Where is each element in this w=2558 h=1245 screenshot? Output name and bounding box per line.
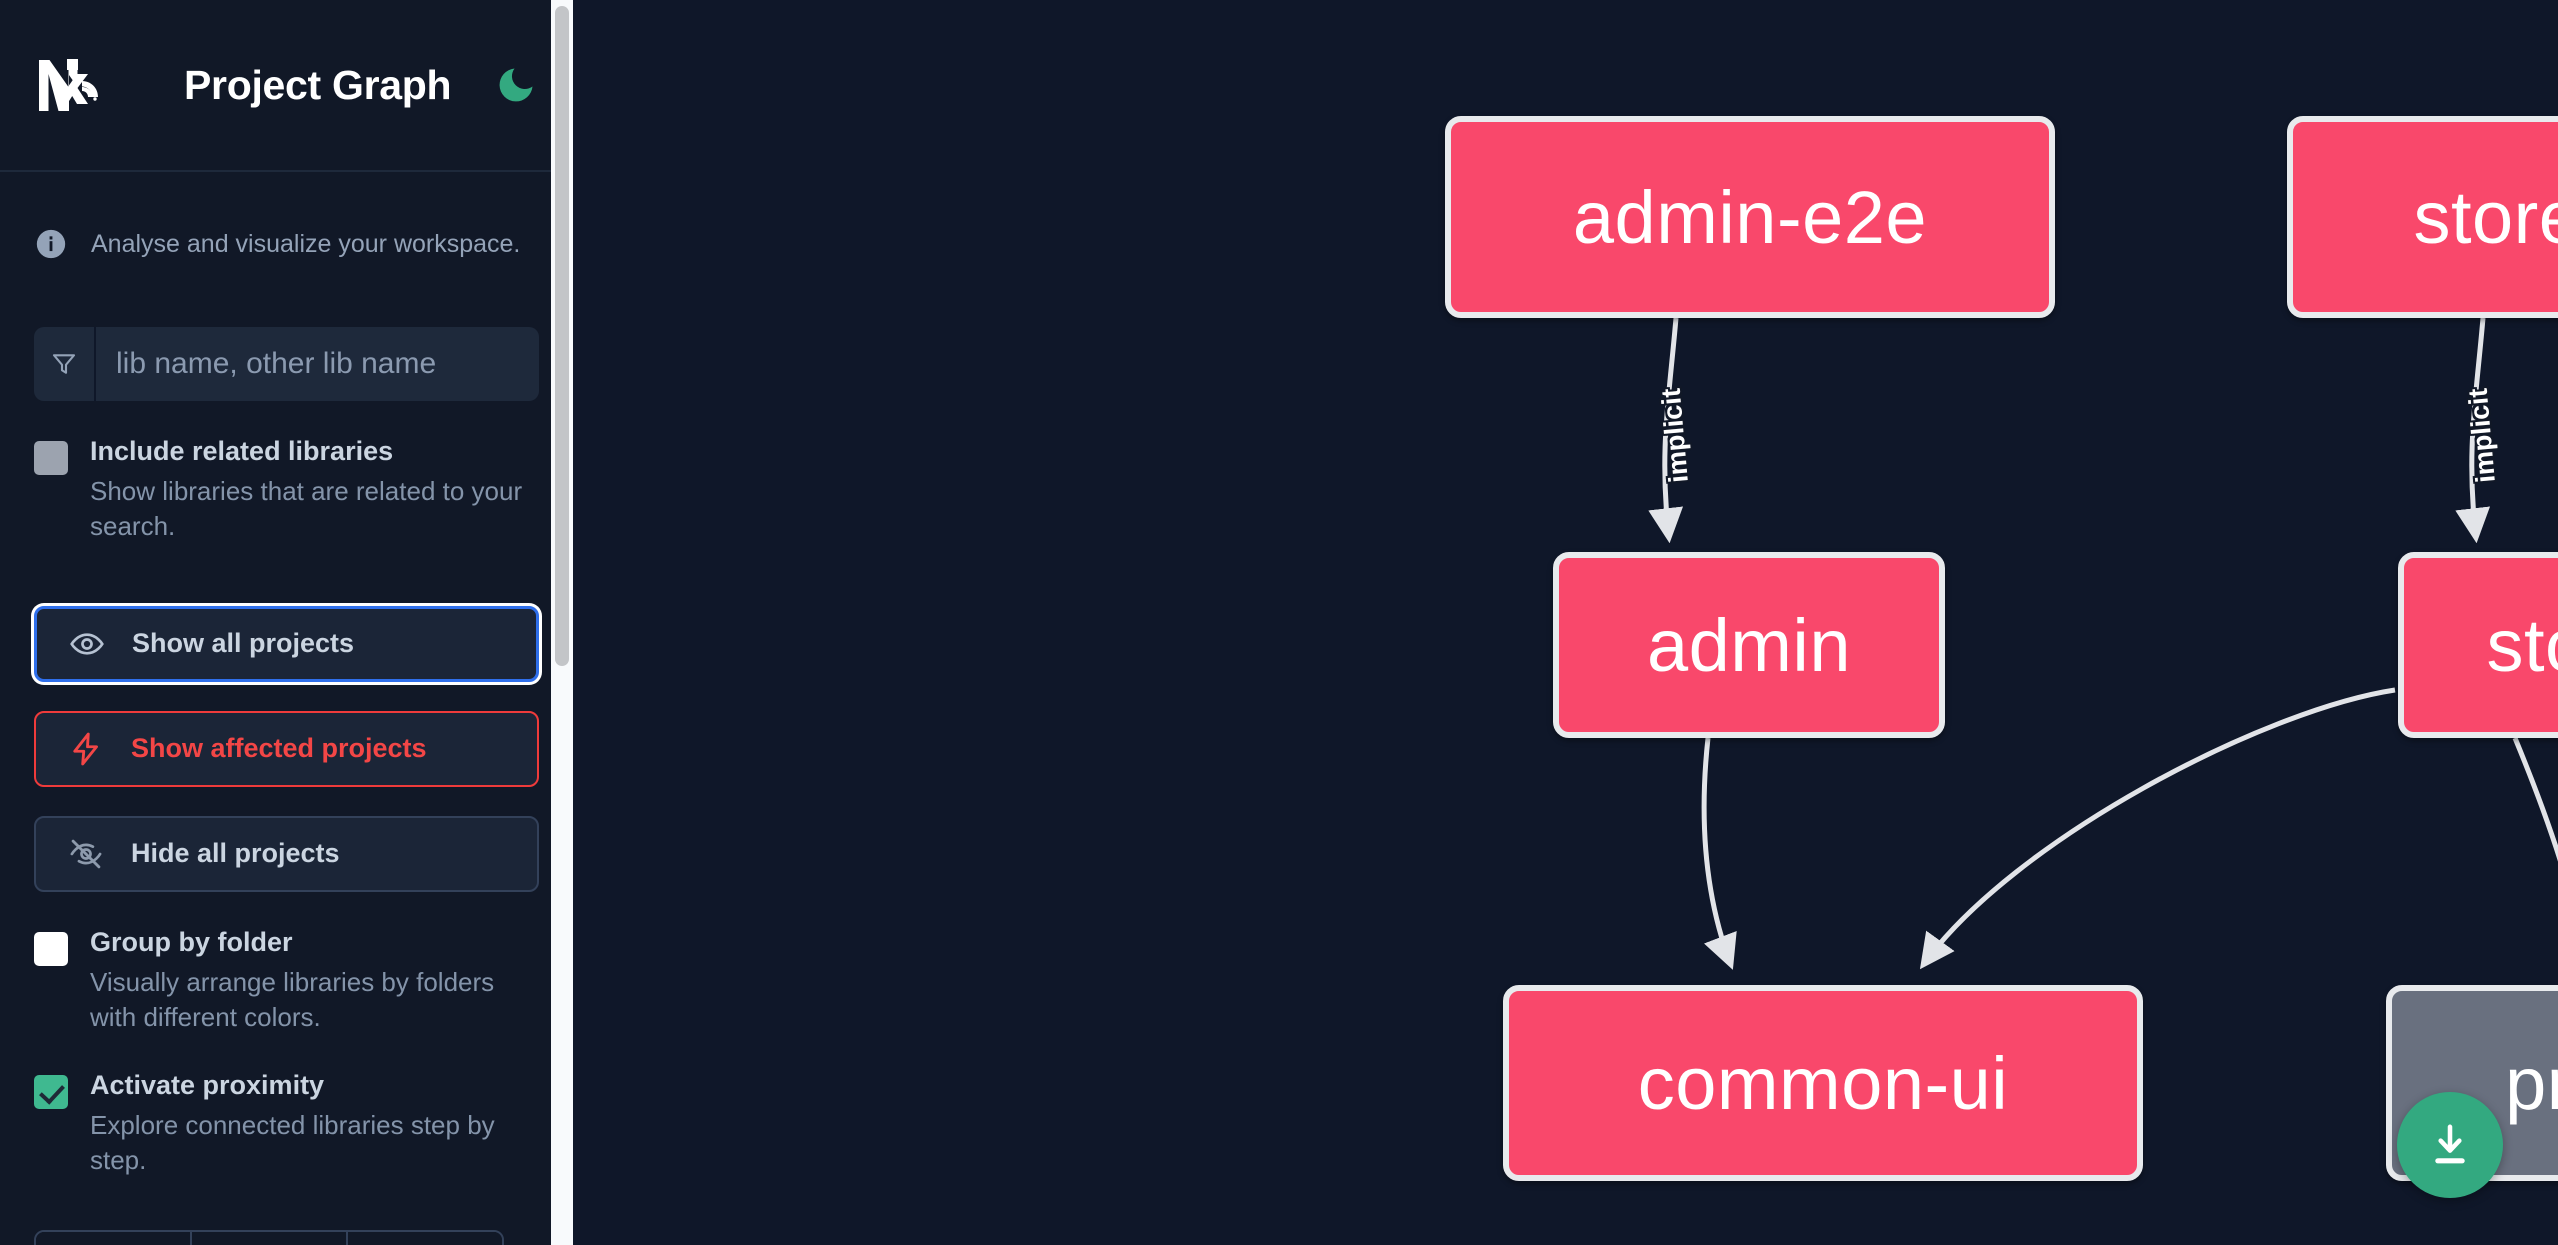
- group-by-folder-checkbox[interactable]: [34, 931, 68, 966]
- sidebar: Project Graph Analyse and visualize your…: [0, 0, 573, 1245]
- sidebar-scrollbar-thumb[interactable]: [555, 6, 569, 666]
- option-description: Show libraries that are related to your …: [90, 475, 523, 541]
- graph-node-store-e2e[interactable]: store-e2e: [2287, 116, 2558, 318]
- edge-store-to-common-ui: [1919, 687, 2396, 970]
- option-label: Include related libraries: [90, 436, 394, 466]
- nx-logo: [34, 54, 122, 116]
- graph-edges: [1648, 317, 2558, 970]
- option-label: Activate proximity: [90, 1069, 325, 1100]
- node-label: products: [2505, 1041, 2558, 1125]
- tagline: Analyse and visualize your workspace.: [34, 227, 539, 261]
- edge-admin-to-common-ui: [1701, 737, 1737, 970]
- graph-canvas[interactable]: admin-e2e store-e2e admin store common-u…: [573, 0, 2558, 1245]
- option-description: Visually arrange libraries by folders wi…: [90, 966, 495, 1032]
- include-related-libraries-checkbox[interactable]: [34, 441, 68, 475]
- node-label: store: [2486, 603, 2558, 687]
- graph-node-admin-e2e[interactable]: admin-e2e: [1445, 116, 2055, 318]
- node-label: admin: [1646, 603, 1852, 687]
- graph-node-store[interactable]: store: [2398, 552, 2558, 738]
- proximity-step-option-2[interactable]: [192, 1231, 348, 1245]
- visibility-button-group: Show all projects Show affected projects: [34, 605, 539, 892]
- option-label: Group by folder: [90, 926, 293, 957]
- button-label: Show all projects: [132, 628, 355, 659]
- search-input[interactable]: [96, 327, 539, 401]
- tagline-text: Analyse and visualize your workspace.: [91, 229, 521, 258]
- sidebar-body: Analyse and visualize your workspace. In…: [0, 227, 573, 1245]
- eye-slash-icon: [66, 834, 106, 874]
- download-graph-button[interactable]: [2397, 1092, 2503, 1198]
- moon-icon[interactable]: [493, 62, 539, 108]
- node-label: store-e2e: [2413, 175, 2558, 259]
- proximity-step-option-3[interactable]: [348, 1231, 502, 1245]
- node-label: admin-e2e: [1572, 175, 1928, 259]
- proximity-step-option-1[interactable]: [36, 1231, 192, 1245]
- activate-proximity-checkbox[interactable]: [34, 1074, 68, 1109]
- graph-node-admin[interactable]: admin: [1553, 552, 1945, 738]
- page-title: Project Graph: [184, 61, 452, 108]
- option-activate-proximity[interactable]: Activate proximity Explore connected lib…: [34, 1069, 539, 1178]
- search-field[interactable]: [34, 327, 539, 401]
- option-group-by-folder[interactable]: Group by folder Visually arrange librari…: [34, 926, 539, 1035]
- graph-node-common-ui[interactable]: common-ui: [1503, 985, 2143, 1181]
- show-affected-projects-button[interactable]: Show affected projects: [34, 710, 539, 787]
- show-all-projects-button[interactable]: Show all projects: [34, 605, 539, 682]
- info-icon: [34, 227, 68, 261]
- edge-store-to-products: [2512, 737, 2558, 862]
- button-label: Show affected projects: [131, 733, 427, 764]
- edge-store-e2e-to-store: [2455, 317, 2491, 544]
- option-include-related-libraries[interactable]: Include related libraries Show libraries…: [34, 435, 539, 544]
- hide-all-projects-button[interactable]: Hide all projects: [34, 815, 539, 892]
- sidebar-header: Project Graph: [0, 0, 573, 172]
- lightning-icon: [66, 729, 106, 769]
- proximity-step-toggle-group[interactable]: [34, 1229, 504, 1245]
- node-label: common-ui: [1637, 1041, 2009, 1125]
- option-description: Explore connected libraries step by step…: [90, 1109, 495, 1175]
- filter-icon: [34, 327, 96, 401]
- edge-admin-e2e-to-admin: [1648, 317, 1684, 544]
- sidebar-scrollbar[interactable]: [551, 0, 573, 1245]
- eye-icon: [67, 624, 107, 664]
- button-label: Hide all projects: [131, 838, 340, 869]
